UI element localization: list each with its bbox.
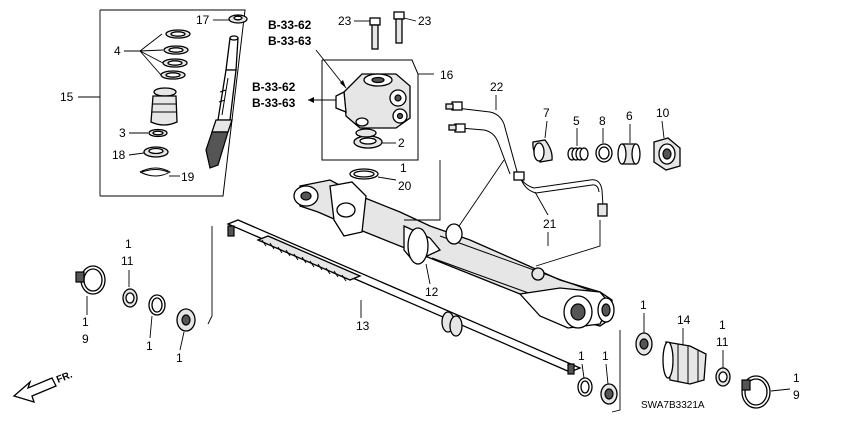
part-11-ring-left — [122, 288, 138, 308]
rack-teeth — [261, 239, 347, 282]
callout-1-right-2: 1 — [719, 318, 726, 332]
callout-1-left-9: 1 — [82, 315, 89, 329]
valve-group-box — [321, 59, 434, 161]
diagram-code: SWA7B3321A — [641, 400, 705, 411]
part-4-seals — [160, 29, 191, 80]
callout-7: 7 — [543, 106, 550, 120]
callout-16: 16 — [440, 68, 454, 82]
part-3-ring — [148, 128, 168, 138]
callout-5: 5 — [573, 114, 580, 128]
callout-22: 22 — [490, 80, 504, 94]
valve-body — [335, 73, 411, 129]
part-1-ring-left-b — [176, 308, 196, 332]
part-23-bolt-a — [369, 17, 381, 50]
callout-11-right: 11 — [716, 335, 729, 349]
callout-1-left: 1 — [125, 237, 132, 251]
callout-20: 20 — [398, 179, 412, 193]
part-1-ring-right-a — [635, 332, 653, 356]
pinion-boot — [150, 87, 178, 126]
callout-19: 19 — [181, 170, 195, 184]
part-12-rack-housing — [293, 179, 615, 329]
part-11-ring-right — [715, 367, 731, 387]
callout-12: 12 — [425, 285, 439, 299]
callout-10: 10 — [656, 106, 670, 120]
callout-17: 17 — [196, 13, 210, 27]
callout-9-right: 9 — [793, 388, 800, 402]
callout-1-right-9: 1 — [793, 371, 800, 385]
callout-11-left: 11 — [121, 254, 134, 268]
callout-1-right-1: 1 — [640, 298, 647, 312]
ref-label-2a: B-33-62 — [252, 80, 296, 94]
callout-23a: 23 — [338, 14, 352, 28]
callout-1-left-3: 1 — [176, 351, 183, 365]
part-7-sleeve — [532, 139, 553, 163]
part-14-boot — [662, 341, 707, 385]
callout-1-20: 1 — [400, 161, 407, 175]
part-5-spring — [567, 147, 589, 161]
callout-23b: 23 — [418, 14, 432, 28]
part-18-bearing — [143, 146, 169, 158]
pinion-shaft — [205, 35, 239, 169]
part-8-oring — [595, 143, 613, 163]
part-13-rack-bar — [226, 219, 582, 375]
callout-14: 14 — [677, 313, 691, 327]
callout-3: 3 — [119, 126, 126, 140]
part-20-oring — [349, 168, 379, 180]
part-17-cap — [228, 14, 248, 24]
ref-label-2b: B-33-63 — [252, 96, 296, 110]
front-direction-label: FR. — [55, 369, 74, 385]
part-10-locknut — [653, 137, 681, 171]
part-22-pipes — [445, 101, 517, 175]
callout-6: 6 — [626, 109, 633, 123]
callout-1-left-2: 1 — [146, 339, 153, 353]
callout-18: 18 — [112, 148, 126, 162]
callout-4: 4 — [114, 44, 121, 58]
callout-21: 21 — [543, 217, 557, 231]
ref-label-1a: B-33-62 — [268, 18, 312, 32]
part-6-cap — [617, 143, 641, 165]
part-9-clamp-right — [741, 375, 771, 409]
ref-label-1b: B-33-63 — [268, 34, 312, 48]
callout-1-right-4: 1 — [602, 349, 609, 363]
part-1-ring-left-a — [148, 294, 166, 316]
front-direction-arrow-icon — [12, 377, 57, 403]
part-1-ring-right-b — [577, 377, 593, 397]
callout-9-left: 9 — [82, 332, 89, 346]
part-21-pipe — [513, 167, 608, 217]
callout-2: 2 — [398, 136, 405, 150]
part-2-seal — [353, 128, 383, 149]
callout-15: 15 — [60, 90, 74, 104]
part-19-snap-ring — [139, 167, 172, 177]
pinion-group-box — [78, 9, 246, 197]
part-9-clamp-left — [75, 265, 106, 295]
callout-8: 8 — [599, 114, 606, 128]
callout-1-right-3: 1 — [578, 349, 585, 363]
part-23-bolt-b — [393, 11, 405, 44]
part-1-ring-right-c — [600, 383, 618, 405]
callout-13: 13 — [356, 319, 370, 333]
